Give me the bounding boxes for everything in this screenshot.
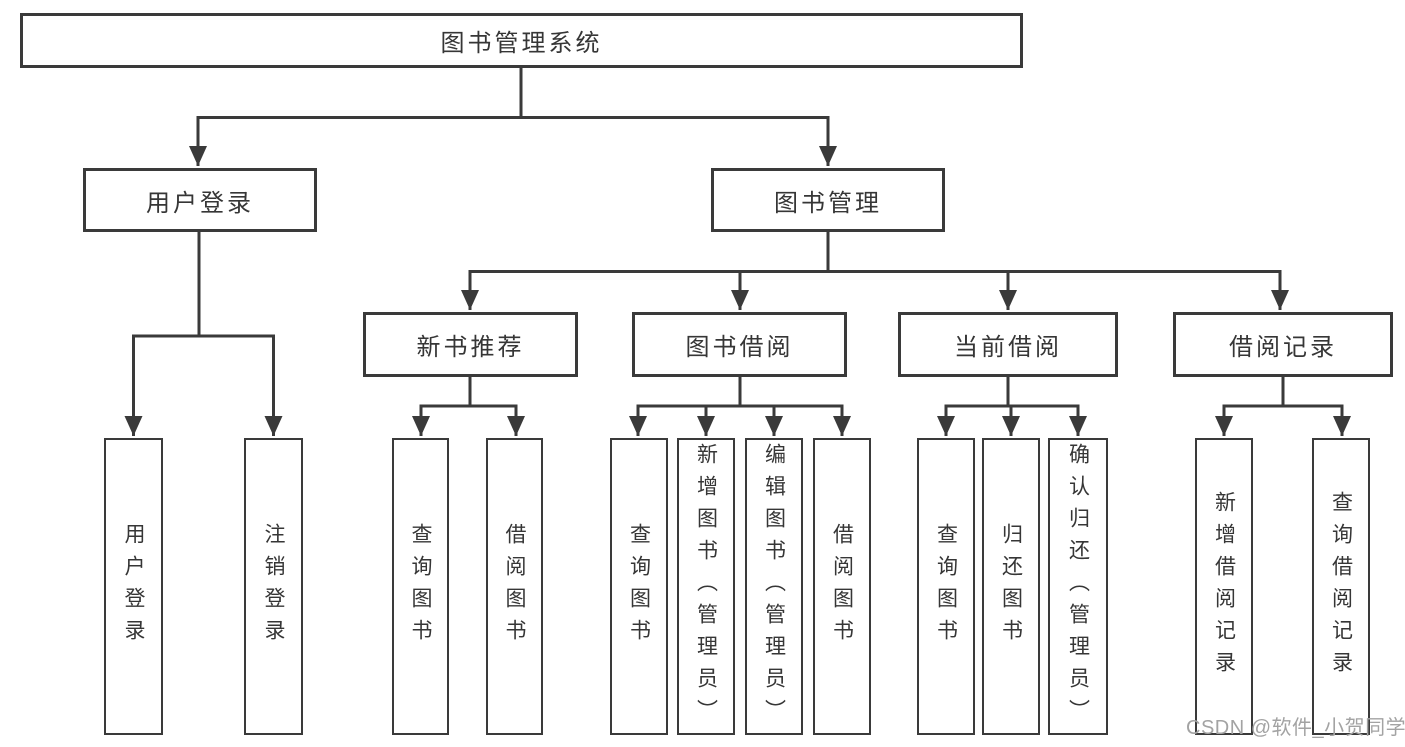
node-new-book-recommend: 新书推荐: [363, 312, 578, 377]
leaf-query-borrow-record: 查询借阅记录: [1312, 438, 1370, 735]
leaf-newbook-borrow-book: 借阅图书: [486, 438, 543, 735]
node-current-borrow: 当前借阅: [898, 312, 1118, 377]
leaf-return-book: 归还图书: [982, 438, 1040, 735]
leaf-borrow-book: 借阅图书: [813, 438, 871, 735]
leaf-confirm-return-admin-label: 确认归还（管理员）: [1066, 442, 1090, 731]
leaf-add-borrow-record-label: 新增借阅记录: [1212, 490, 1236, 683]
node-user-login-group: 用户登录: [83, 168, 317, 232]
leaf-user-login-label: 用户登录: [122, 522, 145, 651]
csdn-watermark: CSDN @软件_小贺同学: [1186, 717, 1405, 739]
leaf-newbook-query-book-label: 查询图书: [409, 522, 432, 651]
node-book-management: 图书管理: [711, 168, 945, 232]
leaf-add-book-admin-label: 新增图书（管理员）: [694, 442, 718, 731]
node-book-borrow: 图书借阅: [632, 312, 847, 377]
leaf-logout: 注销登录: [244, 438, 303, 735]
leaf-query-borrow-record-label: 查询借阅记录: [1329, 490, 1353, 683]
node-borrow-record: 借阅记录: [1173, 312, 1393, 377]
leaf-newbook-borrow-book-label: 借阅图书: [503, 522, 526, 651]
leaf-edit-book-admin-label: 编辑图书（管理员）: [762, 442, 786, 731]
leaf-confirm-return-admin: 确认归还（管理员）: [1048, 438, 1108, 735]
leaf-add-book-admin: 新增图书（管理员）: [677, 438, 735, 735]
leaf-logout-label: 注销登录: [262, 522, 285, 651]
node-root-label: 图书管理系统: [440, 30, 603, 57]
node-book-management-label: 图书管理: [774, 189, 882, 217]
leaf-current-query-book-label: 查询图书: [934, 522, 958, 651]
leaf-borrow-query-book: 查询图书: [610, 438, 668, 735]
leaf-current-query-book: 查询图书: [917, 438, 975, 735]
leaf-return-book-label: 归还图书: [999, 522, 1023, 651]
leaf-newbook-query-book: 查询图书: [392, 438, 449, 735]
edges: [124, 68, 1351, 436]
node-book-borrow-label: 图书借阅: [685, 334, 794, 361]
node-borrow-record-label: 借阅记录: [1229, 334, 1337, 361]
leaf-borrow-query-book-label: 查询图书: [627, 522, 651, 651]
node-new-book-recommend-label: 新书推荐: [416, 334, 525, 361]
leaf-add-borrow-record: 新增借阅记录: [1195, 438, 1253, 735]
node-root-system: 图书管理系统: [20, 13, 1023, 68]
leaf-user-login: 用户登录: [104, 438, 163, 735]
leaf-edit-book-admin: 编辑图书（管理员）: [745, 438, 803, 735]
leaf-borrow-book-label: 借阅图书: [830, 522, 854, 651]
node-user-login-group-label: 用户登录: [146, 189, 254, 217]
node-current-borrow-label: 当前借阅: [954, 334, 1062, 361]
